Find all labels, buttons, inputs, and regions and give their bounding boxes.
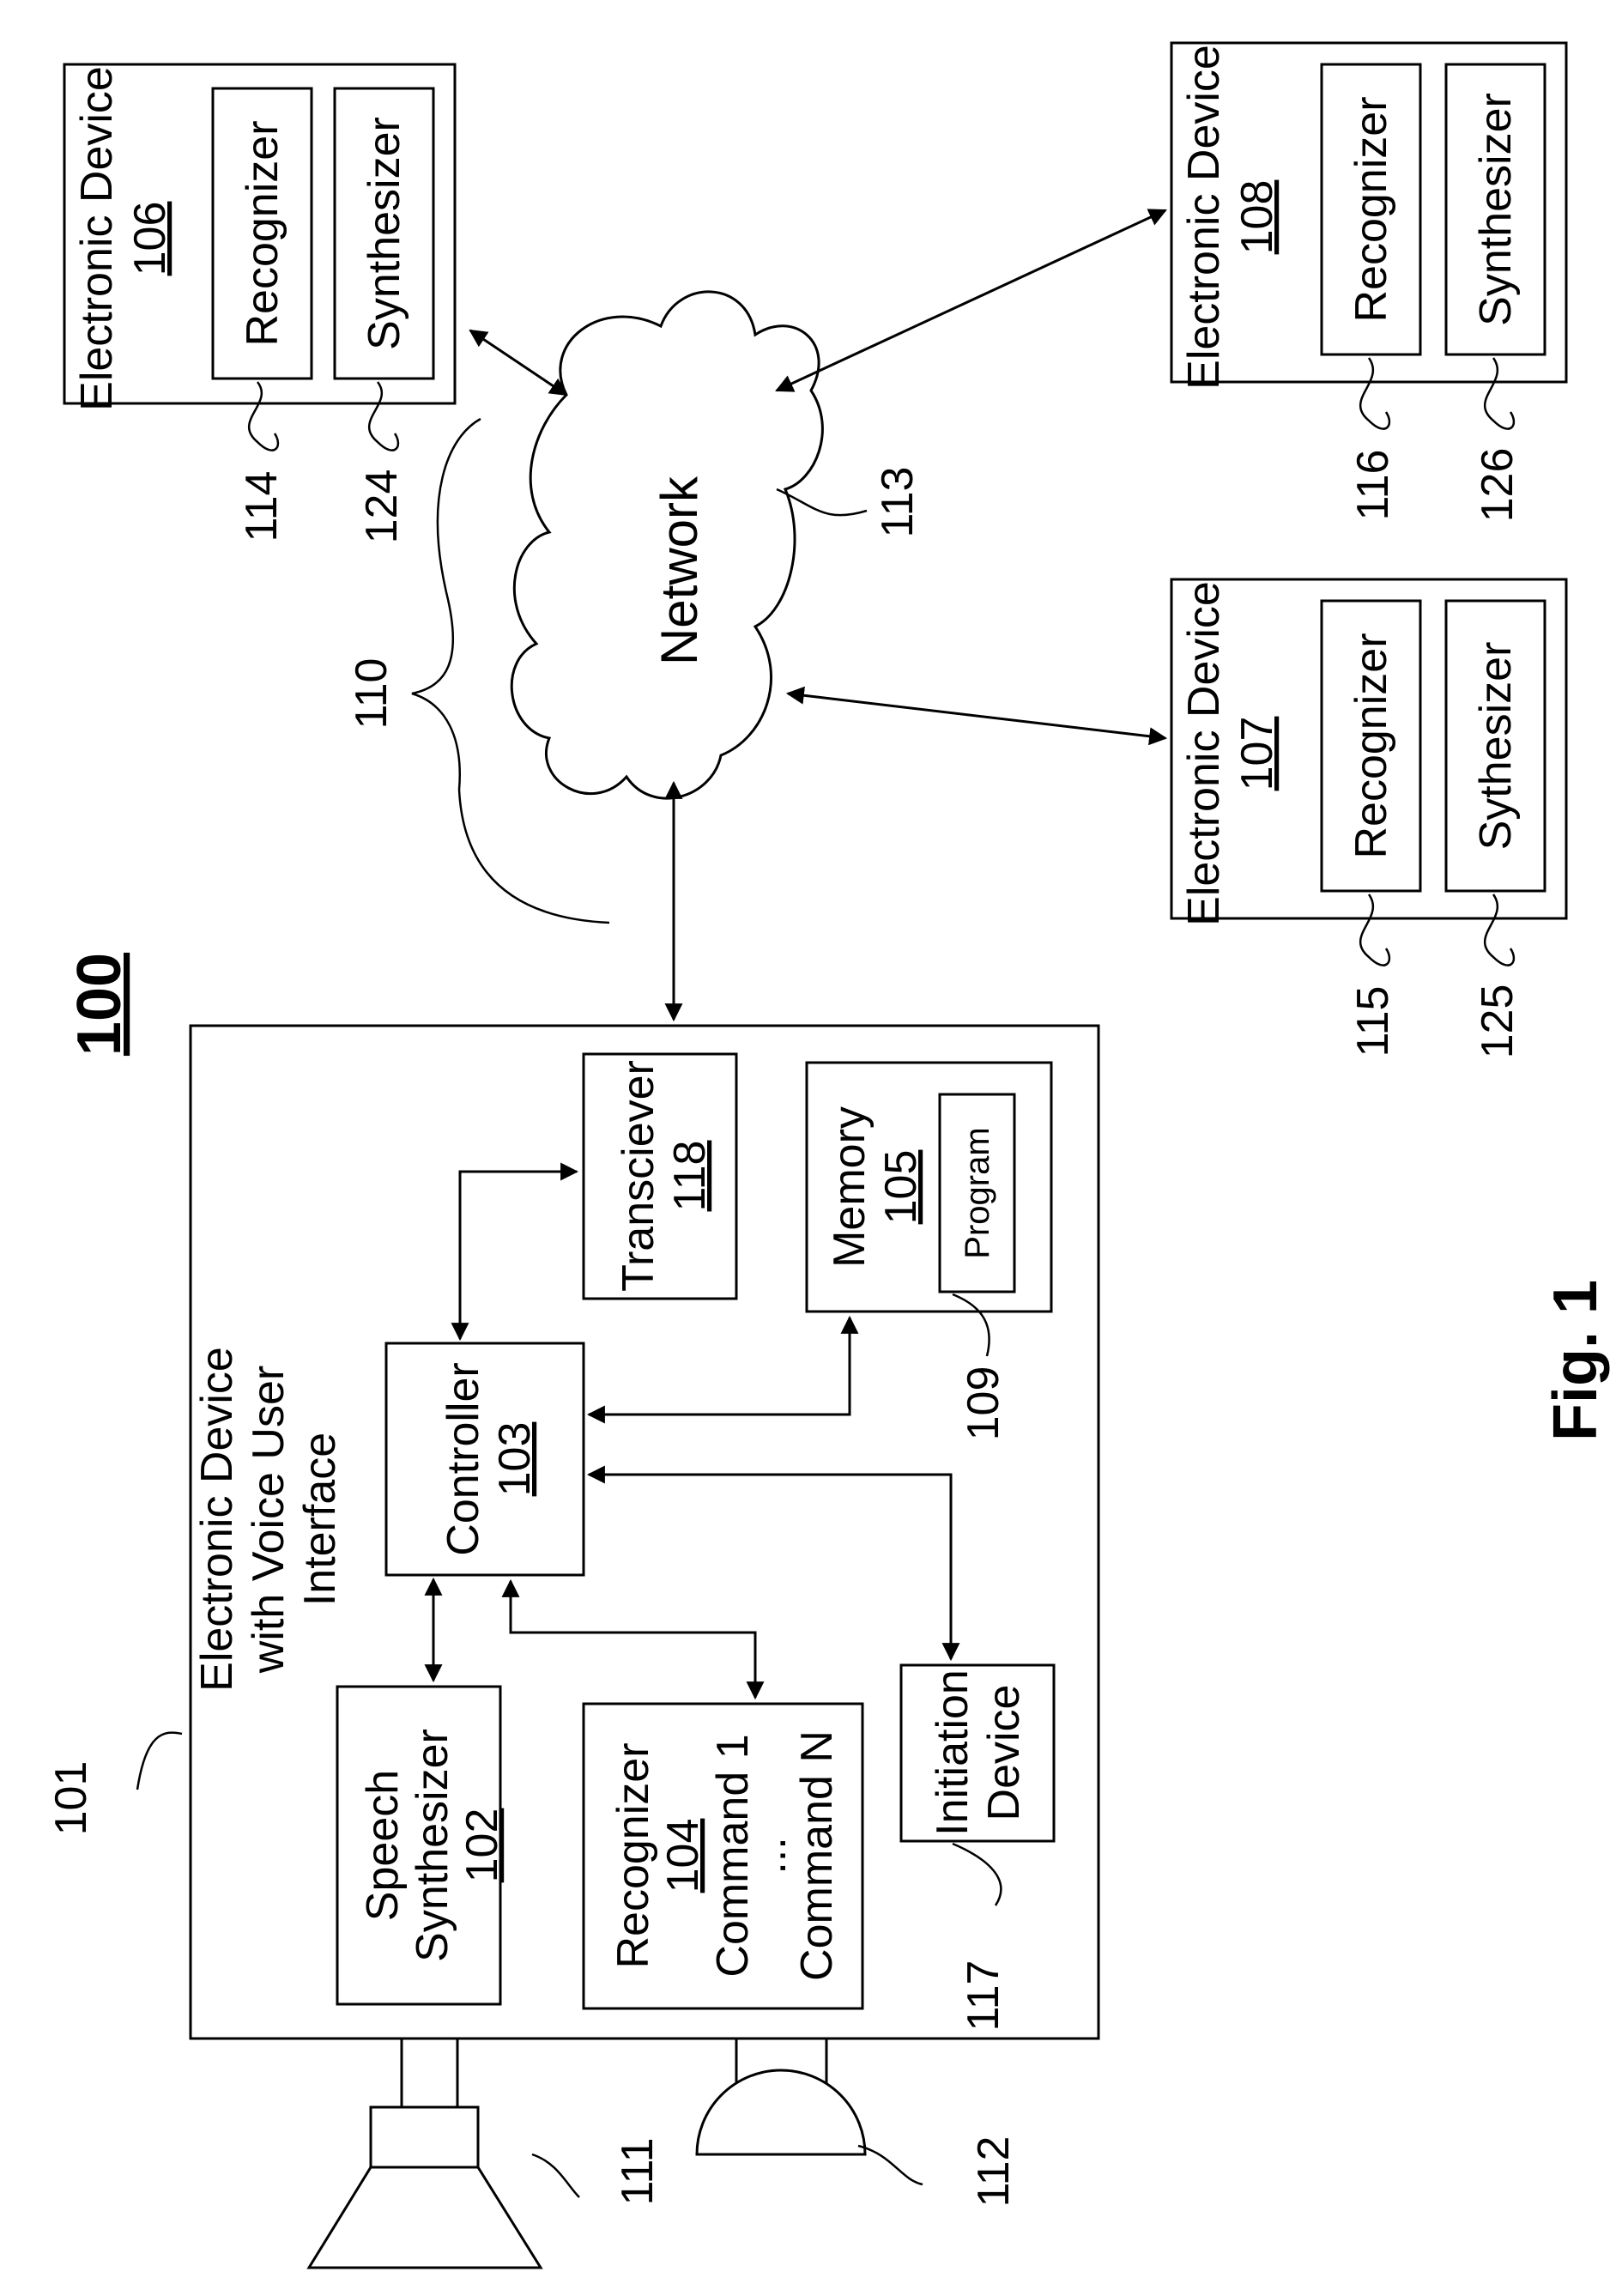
initiation-device-label-2: Device (979, 1685, 1029, 1821)
memory-label: Memory (825, 1106, 875, 1268)
figure-number-text: 100 (65, 953, 134, 1056)
speech-synthesizer-block: Speech Synthesizer 102 (337, 1687, 507, 2004)
recognizer-label: Recognizer (608, 1742, 658, 1968)
speech-synthesizer-label-2: Synthesizer (408, 1729, 457, 1962)
device-106-synthesizer-ref: 124 (357, 469, 407, 544)
device-106-recognizer-ref: 114 (237, 471, 287, 542)
device-108-title: Electronic Device (1179, 45, 1229, 390)
transceiver-ref: 118 (665, 1141, 715, 1212)
main-device-title-line2: with Voice User (244, 1366, 294, 1674)
device-107-recognizer-label: Recognizer (1347, 633, 1396, 858)
device-108-ref: 108 (1232, 180, 1282, 255)
remote-group-ref: 110 (347, 658, 396, 730)
transceiver-label: Transciever (614, 1060, 663, 1292)
main-device: Electronic Device with Voice User Interf… (191, 1026, 1099, 2039)
speaker: 111 (309, 2039, 663, 2268)
device-107-ref: 107 (1232, 717, 1282, 791)
device-107-title: Electronic Device (1179, 581, 1229, 926)
microphone-ref: 112 (969, 2136, 1019, 2208)
initiation-device-label-1: Initiation (928, 1669, 977, 1836)
main-device-leader (137, 1733, 182, 1790)
recognizer-ellipsis: ... (746, 1837, 796, 1874)
device-108-recognizer-ref: 116 (1348, 450, 1398, 521)
figure-caption: Fig. 1 (1541, 1280, 1610, 1441)
device-106-recognizer-label: Recognizer (238, 120, 287, 346)
connector-device-106-network (470, 330, 566, 395)
initiation-device-block: Initiation Device (901, 1665, 1054, 1841)
network-ref: 113 (873, 467, 923, 538)
device-106-synthesizer-label: Synthesizer (360, 117, 409, 350)
speech-synthesizer-label-1: Speech (358, 1770, 408, 1921)
connector-device-107-network (788, 694, 1165, 738)
memory-block: Memory 105 Program (807, 1063, 1051, 1312)
initiation-device-ref: 117 (959, 1960, 1008, 2032)
remote-device-106: Electronic Device 106 Recognizer Synthes… (64, 64, 455, 543)
speaker-leader (532, 2154, 579, 2197)
speech-synthesizer-ref: 102 (457, 1808, 507, 1883)
memory-ref: 105 (876, 1150, 926, 1225)
figure-number: 100 (65, 953, 134, 1056)
main-device-title-line1: Electronic Device (192, 1347, 242, 1692)
controller-block: Controller 103 (386, 1343, 584, 1575)
controller-ref: 103 (490, 1422, 540, 1497)
speaker-driver (371, 2107, 478, 2167)
recognizer-ref: 104 (658, 1819, 708, 1893)
recognizer-command-last: Command N (792, 1730, 842, 1981)
device-108-recognizer-label: Recognizer (1347, 96, 1396, 322)
speaker-ref: 111 (613, 2137, 663, 2205)
transceiver-block: Transciever 118 (584, 1054, 736, 1299)
network-cloud: Network 113 (511, 292, 923, 798)
program-label: Program (959, 1127, 996, 1258)
controller-label: Controller (439, 1362, 488, 1555)
device-107-synthesizer-ref: 125 (1473, 984, 1522, 1059)
device-108-synthesizer-label: Synthesizer (1471, 93, 1521, 326)
network-label: Network (651, 476, 708, 665)
main-device-ref: 101 (46, 1761, 96, 1836)
device-107-recognizer-ref: 115 (1348, 986, 1398, 1057)
speaker-neck (402, 2039, 457, 2107)
connector-device-108-network (777, 210, 1165, 391)
device-106-ref: 106 (125, 202, 175, 276)
remote-device-107: Electronic Device 107 Recognizer Sythesi… (1171, 579, 1566, 1058)
figure-caption-text: Fig. 1 (1541, 1280, 1610, 1441)
initiation-device-box (901, 1665, 1054, 1841)
main-device-title-line3: Interface (295, 1433, 345, 1606)
program-ref: 109 (959, 1366, 1008, 1441)
device-108-synthesizer-ref: 126 (1473, 448, 1522, 523)
microphone-dome (697, 2070, 865, 2154)
device-107-synthesizer-label: Sythesizer (1471, 642, 1521, 851)
speaker-cone (309, 2167, 541, 2268)
device-106-title: Electronic Device (72, 66, 122, 411)
remote-device-108: Electronic Device 108 Recognizer Synthes… (1171, 43, 1566, 522)
recognizer-block: Recognizer 104 Command 1 ... Command N (584, 1704, 862, 2008)
microphone-leader (858, 2146, 923, 2184)
microphone: 112 (697, 2039, 1019, 2207)
